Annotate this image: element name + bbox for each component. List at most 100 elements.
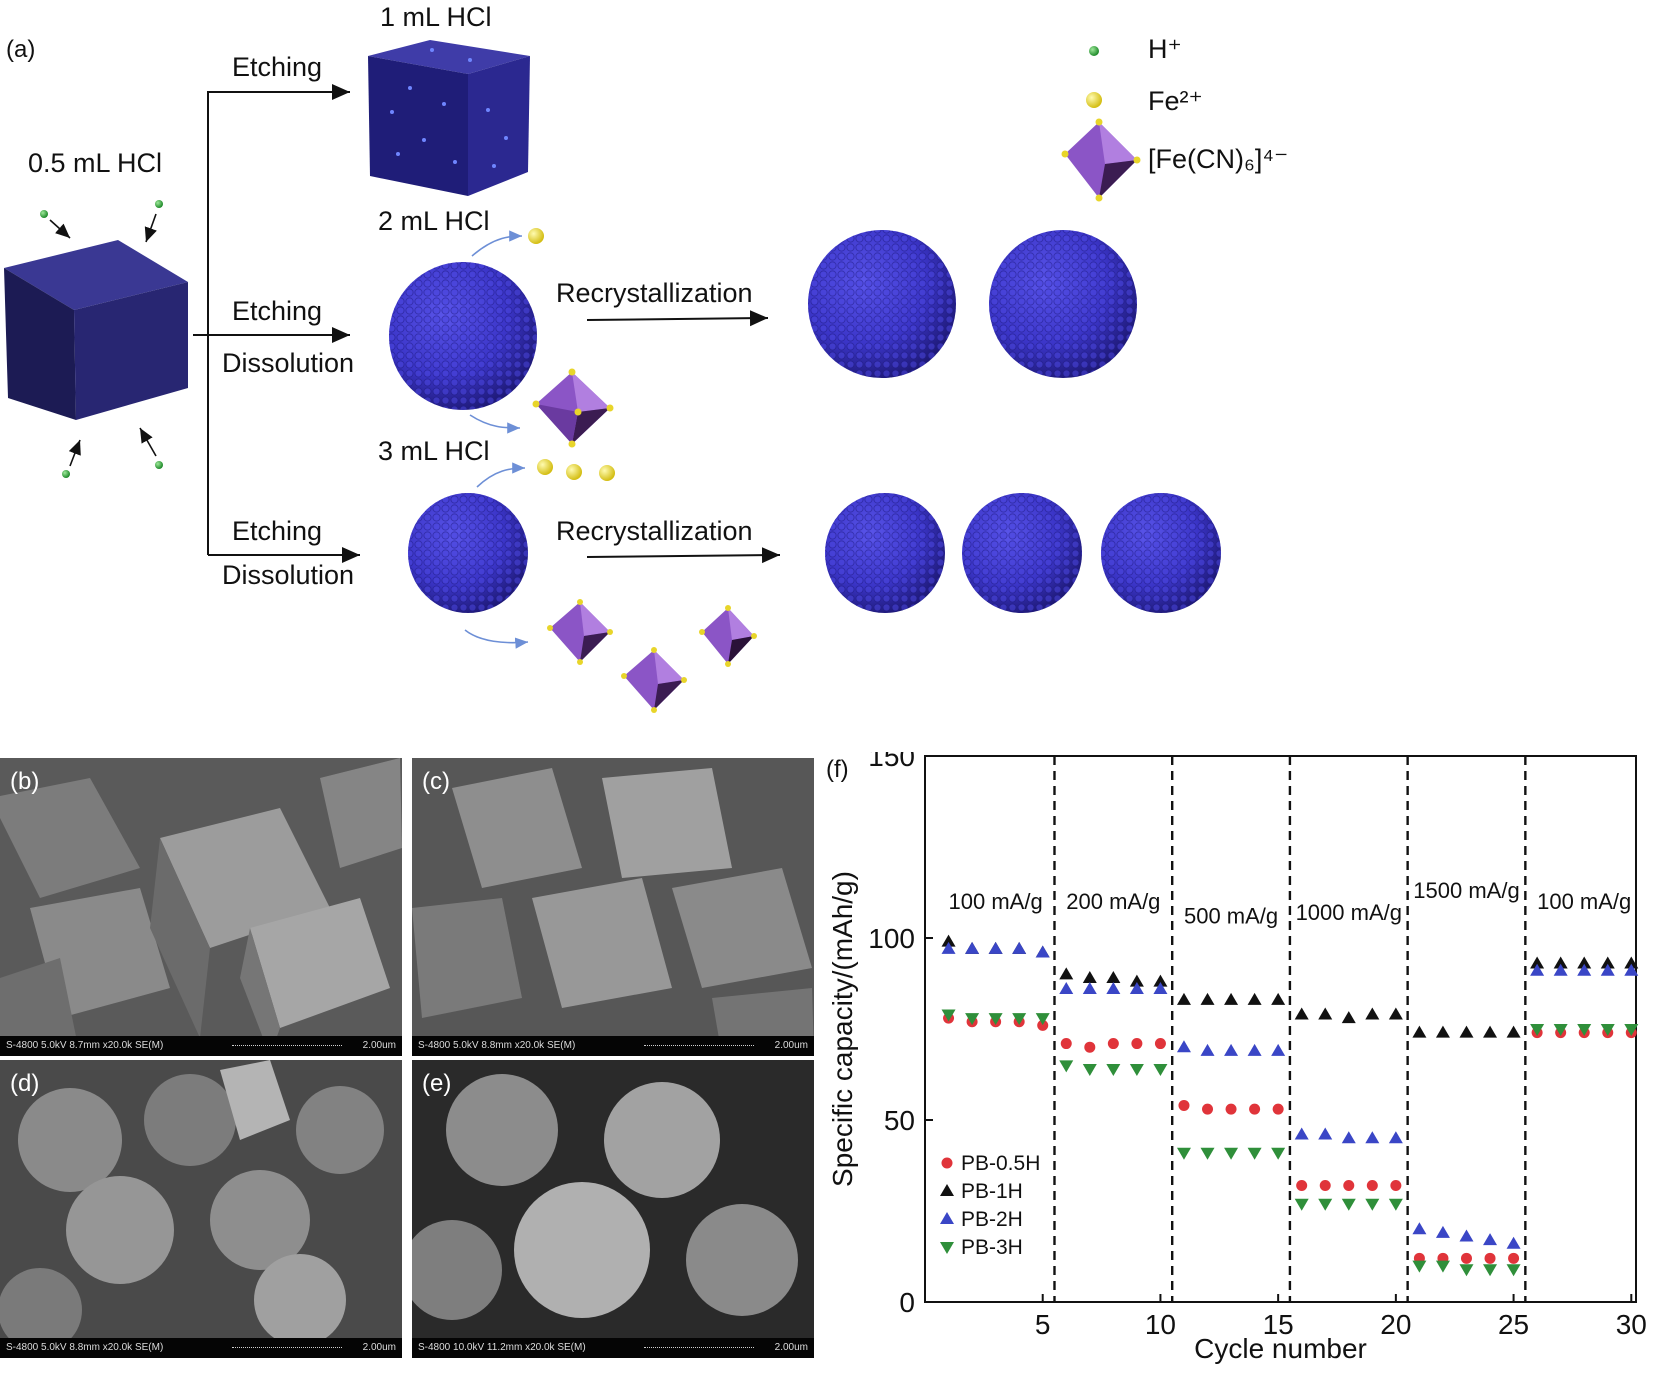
data-point (1318, 1127, 1333, 1140)
rate-label: 100 mA/g (949, 889, 1043, 914)
bot-branch-released-ions (464, 459, 757, 713)
data-point (1106, 1064, 1121, 1077)
data-point (1553, 956, 1568, 969)
data-point (1271, 1043, 1286, 1056)
rate-label: 500 mA/g (1184, 903, 1278, 928)
data-point (941, 934, 956, 947)
legend-marker (940, 1212, 954, 1224)
data-point (1153, 1064, 1168, 1077)
data-point (988, 941, 1003, 954)
bot-step-label: Recrystallization (556, 516, 753, 546)
data-point (1153, 981, 1168, 994)
data-point (1459, 1025, 1474, 1038)
bot-arrow-label-1: Etching (232, 516, 323, 546)
data-point (1200, 1043, 1215, 1056)
data-point (1012, 1013, 1027, 1026)
sem-texture (412, 1060, 814, 1358)
y-tick-label: 50 (884, 1105, 915, 1136)
y-tick-label: 100 (868, 923, 915, 954)
legend-marker (940, 1184, 954, 1196)
sem-image-b: (b) S-4800 5.0kV 8.7mm x20.0k SE(M) 2.00… (0, 758, 402, 1056)
data-point (1176, 1147, 1191, 1160)
mid-step-label: Recrystallization (556, 278, 753, 308)
sem-scale-ticks (232, 1045, 342, 1048)
octahedron-bot-3 (699, 605, 757, 667)
data-point (1037, 1019, 1049, 1031)
data-point (1271, 1147, 1286, 1160)
mid-branch-released-ions (469, 228, 614, 448)
data-point (1294, 1007, 1309, 1020)
branch-arrows (193, 84, 781, 564)
data-point (1247, 992, 1262, 1005)
data-point (1553, 963, 1568, 976)
chart-panel-label: (f) (826, 756, 849, 783)
data-point (1224, 992, 1239, 1005)
y-tick-label: 150 (868, 752, 915, 772)
octahedron-bot-2 (621, 647, 687, 713)
data-point (1530, 963, 1545, 976)
data-point (1131, 1038, 1143, 1050)
data-point (1365, 1131, 1380, 1144)
x-tick-label: 15 (1263, 1309, 1294, 1340)
data-point (1319, 1180, 1331, 1192)
data-point (1059, 981, 1074, 994)
sem-info-bar: S-4800 5.0kV 8.8mm x20.0k SE(M) 2.00um (0, 1338, 402, 1358)
y-tick-label: 0 (899, 1287, 915, 1318)
x-tick-label: 30 (1616, 1309, 1647, 1340)
data-point (1200, 1147, 1215, 1160)
mid-reagent-label: 2 mL HCl (378, 206, 490, 236)
legend-label: PB-3H (961, 1236, 1023, 1259)
data-point (1388, 1131, 1403, 1144)
sem-info-bar: S-4800 5.0kV 8.8mm x20.0k SE(M) 2.00um (412, 1036, 814, 1056)
data-point (1202, 1103, 1214, 1115)
data-point (1249, 1103, 1261, 1115)
data-point (1084, 1041, 1096, 1053)
data-point (1294, 1198, 1309, 1211)
h-ion-attack (40, 200, 163, 478)
data-point (1296, 1180, 1308, 1192)
data-point (1624, 1024, 1639, 1036)
data-point (1508, 1252, 1520, 1264)
data-point (1341, 1131, 1356, 1144)
data-point (1553, 1024, 1568, 1036)
plot-frame (924, 755, 1637, 1303)
data-point (941, 1009, 956, 1022)
sem-panel-label: (e) (422, 1070, 452, 1097)
x-tick-label: 20 (1380, 1309, 1411, 1340)
data-point (1390, 1180, 1402, 1192)
data-point (1129, 1064, 1144, 1077)
top-arrow-label: Etching (232, 52, 323, 82)
sem-info-bar: S-4800 5.0kV 8.7mm x20.0k SE(M) 2.00um (0, 1036, 402, 1056)
data-point (1247, 1147, 1262, 1160)
data-point (1459, 1229, 1474, 1242)
sem-texture (412, 758, 814, 1056)
data-point (1435, 1225, 1450, 1238)
data-point (1530, 956, 1545, 969)
bot-reagent-label: 3 mL HCl (378, 436, 490, 466)
data-point (1153, 974, 1168, 987)
legend-label: PB-0.5H (961, 1152, 1040, 1175)
data-point (1412, 1222, 1427, 1235)
data-point (1435, 1260, 1450, 1273)
octahedron-bot-1 (547, 599, 613, 665)
green-dot-icon (1089, 46, 1099, 56)
data-point (1082, 971, 1097, 984)
data-point (1176, 992, 1191, 1005)
legend-marker (940, 1242, 954, 1254)
data-point (1082, 1064, 1097, 1077)
data-point (1624, 963, 1639, 976)
legend-label: PB-1H (961, 1180, 1023, 1203)
data-point (1388, 1198, 1403, 1211)
schematic-legend-icons (1061, 46, 1141, 202)
schematic-drawing (4, 40, 1221, 713)
data-point (1059, 1060, 1074, 1073)
data-point (1483, 1025, 1498, 1038)
legend-label-ferrocyanide: [Fe(CN)₆]⁴⁻ (1148, 144, 1289, 174)
sem-texture (0, 758, 402, 1056)
data-point (1600, 1024, 1615, 1036)
data-point (1600, 963, 1615, 976)
data-point (1484, 1252, 1496, 1264)
data-point (1178, 1099, 1190, 1111)
data-point (1129, 974, 1144, 987)
octahedron-icon (1061, 118, 1141, 202)
